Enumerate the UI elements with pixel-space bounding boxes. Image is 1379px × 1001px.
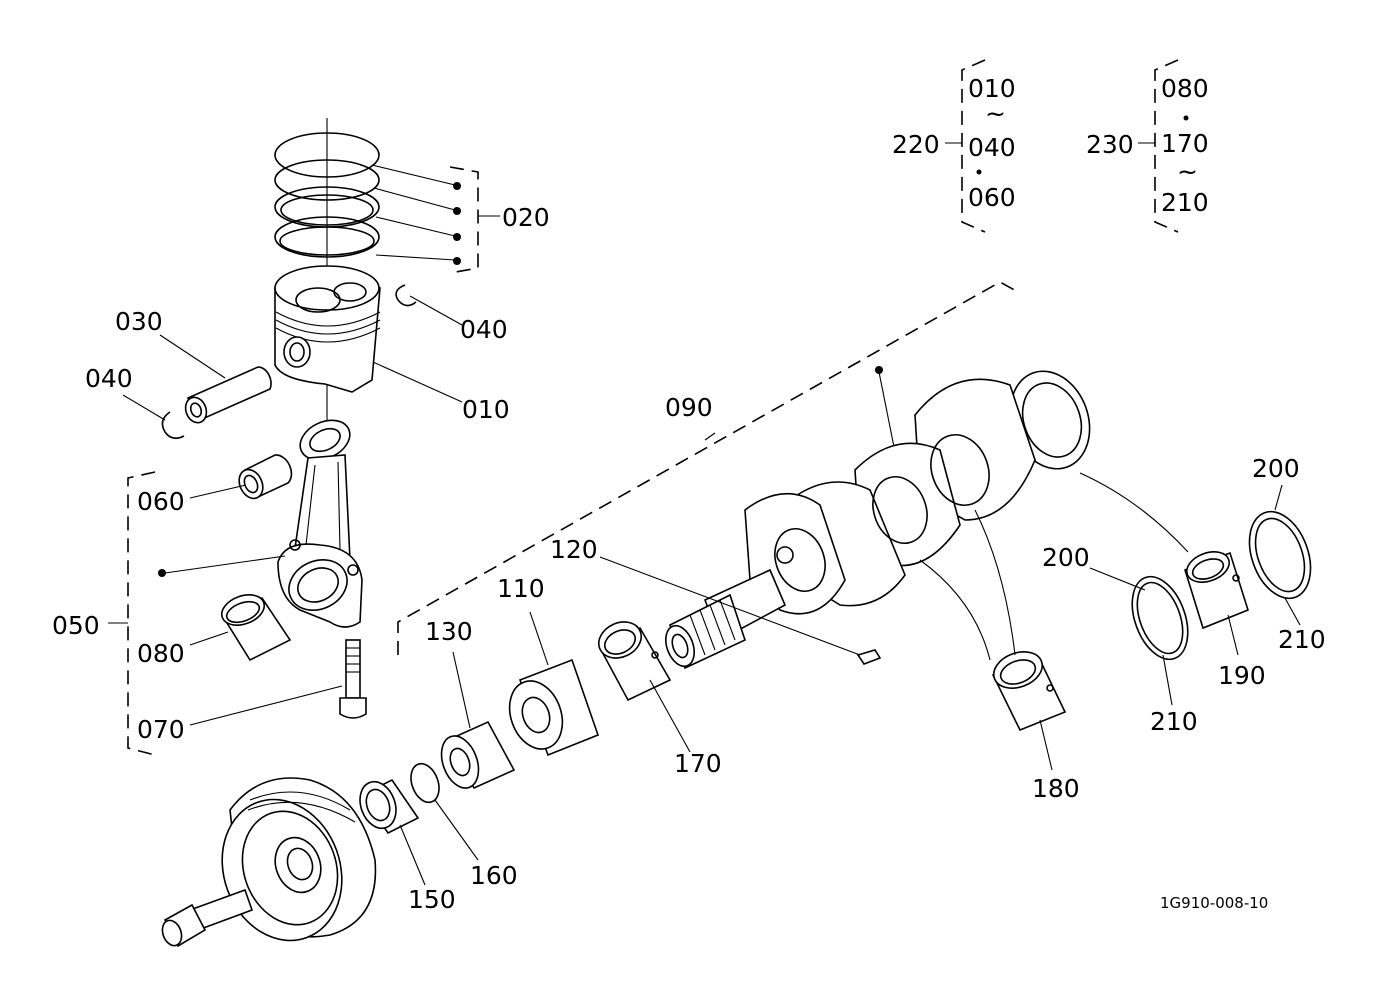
label-200-middle: 200 <box>1042 543 1090 572</box>
label-050: 050 <box>52 611 100 640</box>
oil-pump-drive-gear <box>440 651 516 790</box>
label-180: 180 <box>1032 774 1080 803</box>
main-bearing-190 <box>1079 472 1249 656</box>
thrust-washer-right <box>1248 484 1312 626</box>
piston <box>274 265 463 403</box>
kit-220-label: 220 <box>892 130 940 159</box>
label-080: 080 <box>137 639 185 668</box>
label-040-right: 040 <box>460 315 508 344</box>
label-020: 020 <box>502 203 550 232</box>
circlip-left <box>122 394 185 440</box>
label-060: 060 <box>137 487 185 516</box>
label-160: 160 <box>470 861 518 890</box>
kit-230-bracket <box>1138 59 1189 233</box>
kit-220-item-1: 010 <box>968 74 1016 103</box>
label-010: 010 <box>462 395 510 424</box>
kit-230-item-2: 170 <box>1161 129 1209 158</box>
label-090: 090 <box>665 393 713 422</box>
kit-220-bracket <box>945 59 986 233</box>
label-150: 150 <box>408 885 456 914</box>
key <box>599 556 882 665</box>
connecting-rod-bolt <box>189 639 367 726</box>
label-170: 170 <box>674 749 722 778</box>
piston-pin <box>159 334 272 424</box>
kit-220-sep-1: ~ <box>985 99 1006 128</box>
crankshaft-bearing-170 <box>598 621 691 753</box>
label-030: 030 <box>115 307 163 336</box>
thrust-washer-middle <box>1089 567 1189 706</box>
crankshaft-pulley <box>221 777 377 942</box>
label-110: 110 <box>497 574 545 603</box>
label-040-left: 040 <box>85 364 133 393</box>
piston-rings <box>274 118 500 280</box>
main-bearing <box>919 509 1067 771</box>
crankshaft <box>397 281 1091 670</box>
label-130: 130 <box>425 617 473 646</box>
circlip-right <box>395 284 463 326</box>
drawing-code: 1G910-008-10 <box>1160 894 1268 912</box>
label-200-right: 200 <box>1252 454 1300 483</box>
crankpin-bearing <box>189 594 292 662</box>
label-210-middle: 210 <box>1150 707 1198 736</box>
label-120: 120 <box>550 535 598 564</box>
crankshaft-gear <box>508 611 600 757</box>
kit-230-item-3: 210 <box>1161 188 1209 217</box>
o-ring <box>410 762 479 861</box>
collar <box>359 778 426 886</box>
pulley-bolt <box>161 888 254 948</box>
kit-230-sep-2: ~ <box>1177 157 1198 186</box>
small-end-bushing <box>189 454 293 500</box>
kit-220-item-2: 040 <box>968 133 1016 162</box>
label-190: 190 <box>1218 661 1266 690</box>
kit-230-label: 230 <box>1086 130 1134 159</box>
label-210-right: 210 <box>1278 625 1326 654</box>
kit-230-item-1: 080 <box>1161 74 1209 103</box>
kit-220-item-3: 060 <box>968 183 1016 212</box>
label-070: 070 <box>137 715 185 744</box>
connecting-rod <box>158 384 363 628</box>
